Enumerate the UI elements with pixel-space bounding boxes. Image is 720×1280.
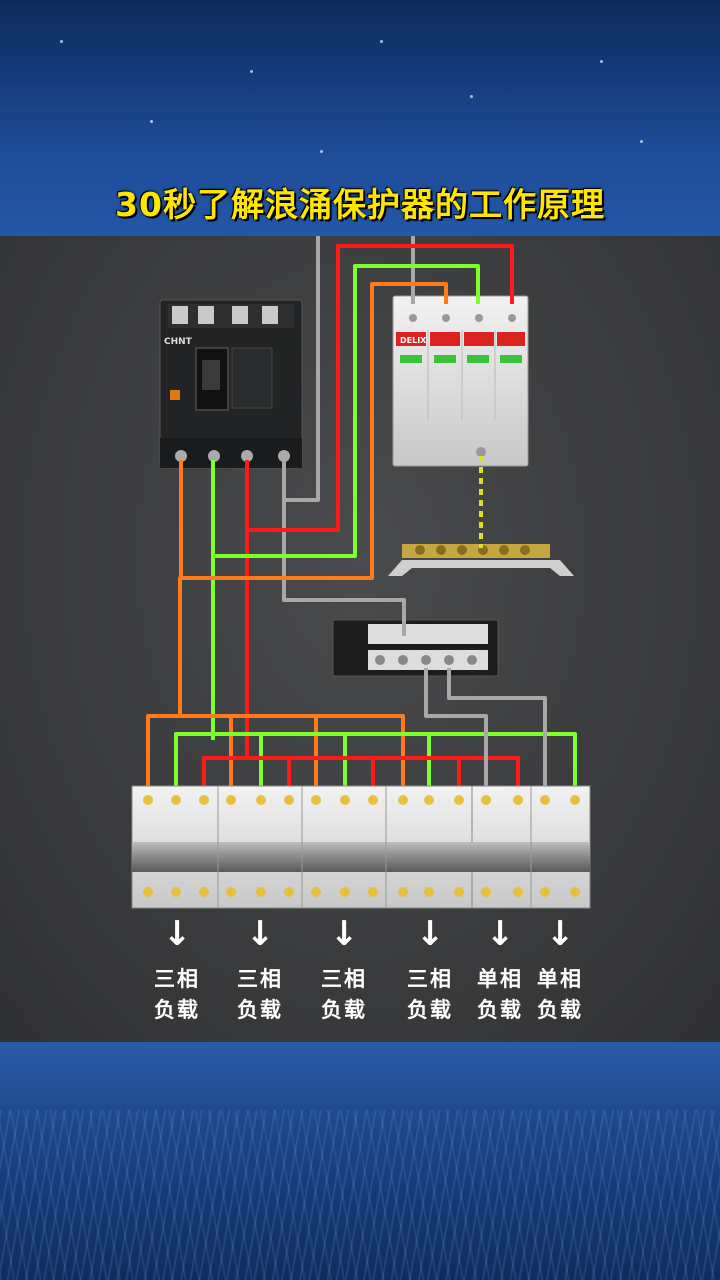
star bbox=[600, 60, 603, 63]
star bbox=[640, 140, 643, 143]
star bbox=[380, 40, 383, 43]
arrow-down-icon: ↓ bbox=[162, 914, 192, 954]
wires bbox=[146, 236, 577, 790]
neutral-terminal-block bbox=[332, 619, 499, 677]
background-top bbox=[0, 0, 720, 236]
arrow-down-icon: ↓ bbox=[545, 914, 575, 954]
arrow-down-icon: ↓ bbox=[245, 914, 275, 954]
ground-bar bbox=[388, 544, 574, 576]
star bbox=[250, 70, 253, 73]
arrow-down-icon: ↓ bbox=[485, 914, 515, 954]
star bbox=[470, 95, 473, 98]
arrow-down-icon: ↓ bbox=[415, 914, 445, 954]
load-label: 三相负载 bbox=[321, 967, 367, 1022]
main-circuit-breaker: CHNT bbox=[159, 299, 303, 469]
grass-decoration bbox=[0, 1110, 720, 1280]
load-label: 三相负载 bbox=[237, 967, 283, 1022]
load-label: 三相负载 bbox=[407, 967, 453, 1022]
branch-breaker-row bbox=[131, 785, 591, 909]
load-label: 单相负载 bbox=[477, 967, 523, 1022]
star bbox=[60, 40, 63, 43]
background-bottom bbox=[0, 1042, 720, 1280]
arrow-down-icon: ↓ bbox=[329, 914, 359, 954]
star bbox=[150, 120, 153, 123]
breaker-brand: CHNT bbox=[164, 337, 193, 347]
video-title: 30秒了解浪涌保护器的工作原理 bbox=[115, 185, 605, 224]
spd-brand: DELIXI bbox=[400, 336, 429, 345]
load-label: 三相负载 bbox=[154, 967, 200, 1022]
load-label: 单相负载 bbox=[537, 967, 583, 1022]
surge-protector: DELIXI bbox=[392, 295, 529, 467]
star bbox=[320, 150, 323, 153]
